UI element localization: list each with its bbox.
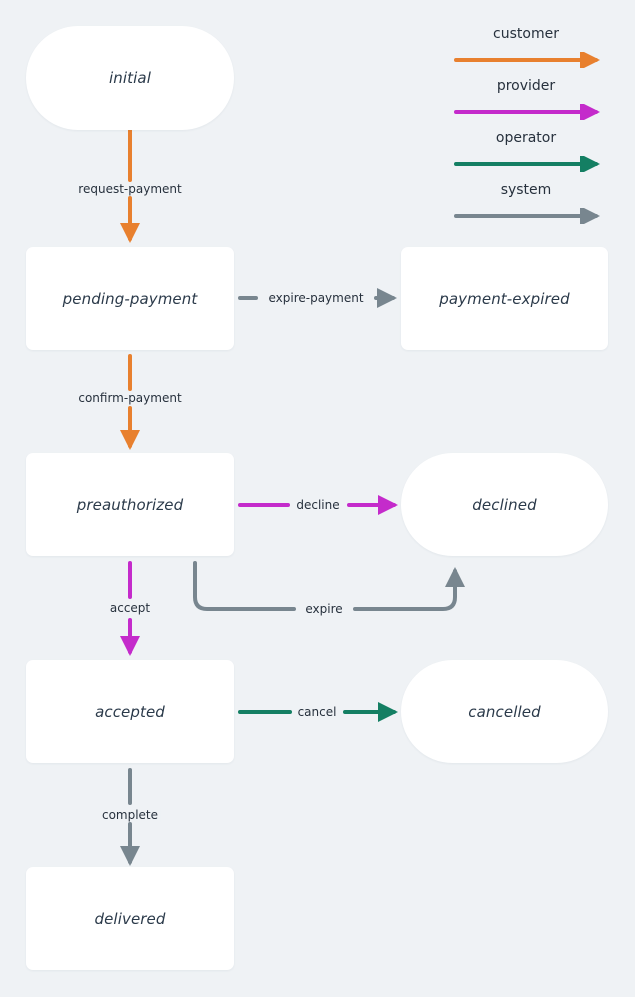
edge-label-cancel: cancel: [294, 705, 340, 719]
legend-arrow-customer-icon: [454, 52, 600, 68]
node-cancelled[interactable]: cancelled: [401, 660, 608, 763]
legend-label-customer: customer: [493, 26, 559, 42]
legend-item-operator: operator: [440, 130, 620, 182]
legend-item-provider: provider: [440, 78, 620, 130]
node-declined[interactable]: declined: [401, 453, 608, 556]
legend-label-system: system: [500, 182, 552, 198]
legend-arrow-provider-icon: [454, 104, 600, 120]
edge-label-expire-payment: expire-payment: [265, 291, 367, 305]
node-label-declined: declined: [472, 495, 537, 514]
node-label-accepted: accepted: [95, 702, 165, 721]
legend-label-operator: operator: [495, 130, 557, 146]
node-label-pending-payment: pending-payment: [62, 289, 198, 308]
legend: customer provider operator system: [440, 26, 620, 234]
node-pending-payment[interactable]: pending-payment: [26, 247, 234, 350]
legend-arrow-operator-icon: [454, 156, 600, 172]
edge-label-accept: accept: [106, 601, 154, 615]
node-accepted[interactable]: accepted: [26, 660, 234, 763]
edge-label-confirm-payment: confirm-payment: [75, 391, 185, 405]
node-label-cancelled: cancelled: [468, 702, 541, 721]
node-label-payment-expired: payment-expired: [439, 289, 570, 308]
legend-item-system: system: [440, 182, 620, 234]
node-label-delivered: delivered: [94, 909, 166, 928]
edge-label-complete: complete: [98, 808, 162, 822]
node-delivered[interactable]: delivered: [26, 867, 234, 970]
node-label-initial: initial: [109, 69, 151, 87]
legend-label-provider: provider: [496, 78, 556, 94]
node-label-preauthorized: preauthorized: [76, 495, 184, 514]
edge-label-decline: decline: [293, 498, 343, 512]
legend-arrow-system-icon: [454, 208, 600, 224]
node-payment-expired[interactable]: payment-expired: [401, 247, 608, 350]
edge-label-request-payment: request-payment: [75, 182, 185, 196]
edge-label-expire: expire: [302, 602, 346, 616]
node-preauthorized[interactable]: preauthorized: [26, 453, 234, 556]
node-initial[interactable]: initial: [26, 26, 234, 130]
legend-item-customer: customer: [440, 26, 620, 78]
